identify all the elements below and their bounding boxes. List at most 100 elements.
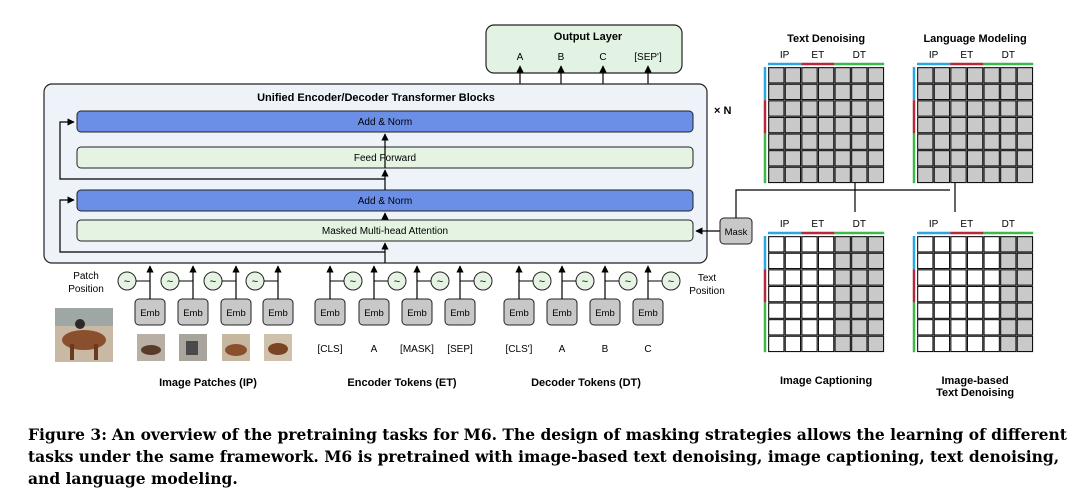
- mask-cell-visible: [917, 133, 934, 150]
- mask-cell-visible: [867, 67, 885, 84]
- mask-cell-visible: [851, 252, 868, 270]
- mask-cell-masked: [801, 319, 818, 336]
- position-encoding: ~: [460, 271, 493, 291]
- mask-cell-visible: [1000, 269, 1017, 286]
- svg-text:Emb: Emb: [407, 308, 427, 319]
- svg-text:Emb: Emb: [320, 308, 340, 319]
- mask-cell-masked: [801, 236, 818, 253]
- mask-cell-visible: [917, 166, 934, 184]
- position-encoding: ~: [160, 271, 193, 291]
- wave-icon: ~: [124, 276, 130, 288]
- mask-cell-visible: [1016, 302, 1034, 319]
- wave-icon: ~: [437, 276, 443, 288]
- mask-cell-visible: [801, 116, 818, 134]
- position-encoding: ~: [519, 271, 552, 291]
- mask-cell-visible: [1000, 335, 1017, 353]
- input-token: [CLS']: [506, 344, 533, 355]
- mask-cell-masked: [784, 319, 802, 336]
- mask-cell-visible: [966, 67, 984, 84]
- position-encoding: ~: [605, 271, 638, 291]
- mask-cell-visible: [817, 166, 835, 184]
- mask-cell-masked: [950, 302, 967, 319]
- mask-cell-visible: [1016, 150, 1034, 167]
- mask-cell-visible: [834, 83, 851, 101]
- mask-cell-masked: [768, 269, 785, 286]
- embedding-box: Emb: [632, 298, 664, 326]
- mask-cell-visible: [801, 133, 818, 150]
- mask-cell-masked: [950, 236, 967, 253]
- wave-icon: ~: [539, 276, 545, 288]
- embedding-box: Emb: [220, 298, 252, 326]
- mask-cell-visible: [768, 100, 785, 117]
- mask-cell-visible: [983, 116, 1000, 134]
- mask-cell-masked: [966, 319, 984, 336]
- mask-cell-masked: [784, 285, 802, 303]
- mask-cell-masked: [917, 269, 934, 286]
- mask-cell-masked: [801, 302, 818, 319]
- mask-cell-visible: [1000, 100, 1017, 117]
- mask-cell-visible: [983, 83, 1000, 101]
- output-token: C: [599, 52, 606, 63]
- mask-cell-visible: [1000, 83, 1017, 101]
- segment-label: ET: [960, 219, 973, 230]
- segment-label: ET: [811, 219, 824, 230]
- matrix-title: Image Captioning: [780, 375, 872, 387]
- mask-cell-visible: [768, 150, 785, 167]
- mask-cell-visible: [834, 335, 851, 353]
- patch-3: [222, 334, 250, 361]
- position-encoding: ~: [203, 271, 236, 291]
- mask-cell-visible: [834, 67, 851, 84]
- mask-cell-masked: [817, 335, 835, 353]
- mask-cell-masked: [768, 285, 785, 303]
- position-encoding: ~: [245, 271, 278, 291]
- mask-cell-visible: [933, 116, 951, 134]
- mask-cell-masked: [983, 335, 1000, 353]
- embedding-box: Emb: [358, 298, 390, 326]
- mask-cell-visible: [834, 100, 851, 117]
- add-norm-upper: [76, 110, 694, 133]
- segment-label: ET: [960, 50, 973, 61]
- mask-cell-masked: [950, 269, 967, 286]
- mask-cell-visible: [1000, 236, 1017, 253]
- mask-cell-visible: [801, 83, 818, 101]
- patch-1: [137, 334, 165, 361]
- svg-text:Emb: Emb: [509, 308, 529, 319]
- segment-label: IP: [780, 219, 790, 230]
- mask-cell-visible: [950, 166, 967, 184]
- mask-cell-visible: [867, 166, 885, 184]
- mask-cell-visible: [917, 116, 934, 134]
- mask-cell-masked: [950, 285, 967, 303]
- mask-cell-visible: [966, 116, 984, 134]
- mask-cell-visible: [950, 116, 967, 134]
- mask-cell-visible: [966, 100, 984, 117]
- mask-cell-visible: [851, 236, 868, 253]
- mask-cell-masked: [917, 285, 934, 303]
- output-layer-title: Output Layer: [554, 31, 623, 43]
- mask-cell-visible: [784, 150, 802, 167]
- mask-cell-visible: [867, 236, 885, 253]
- mask-cell-visible: [834, 116, 851, 134]
- mask-cell-visible: [867, 150, 885, 167]
- mask-cell-masked: [966, 302, 984, 319]
- position-encoding: ~: [117, 271, 150, 291]
- mask-cell-visible: [917, 67, 934, 84]
- mask-cell-masked: [768, 252, 785, 270]
- figure-caption: Figure 3: An overview of the pretraining…: [28, 424, 1068, 490]
- add-norm-upper-label: Add & Norm: [358, 117, 412, 128]
- mask-cell-visible: [1016, 319, 1034, 336]
- mask-cell-visible: [801, 67, 818, 84]
- mask-cell-visible: [983, 150, 1000, 167]
- mask-cell-visible: [1016, 116, 1034, 134]
- transformer-block: Unified Encoder/Decoder Transformer Bloc…: [43, 83, 731, 264]
- input-token: A: [559, 344, 566, 355]
- group-label-image-patches: Image Patches (IP): [159, 377, 257, 389]
- mask-cell-masked: [917, 302, 934, 319]
- svg-text:Emb: Emb: [268, 308, 288, 319]
- matrix-title: Text Denoising: [936, 387, 1014, 399]
- mask-cell-visible: [1000, 302, 1017, 319]
- segment-label: DT: [1002, 50, 1015, 61]
- mask-cell-masked: [917, 335, 934, 353]
- mask-cell-visible: [851, 116, 868, 134]
- mask-cell-visible: [933, 83, 951, 101]
